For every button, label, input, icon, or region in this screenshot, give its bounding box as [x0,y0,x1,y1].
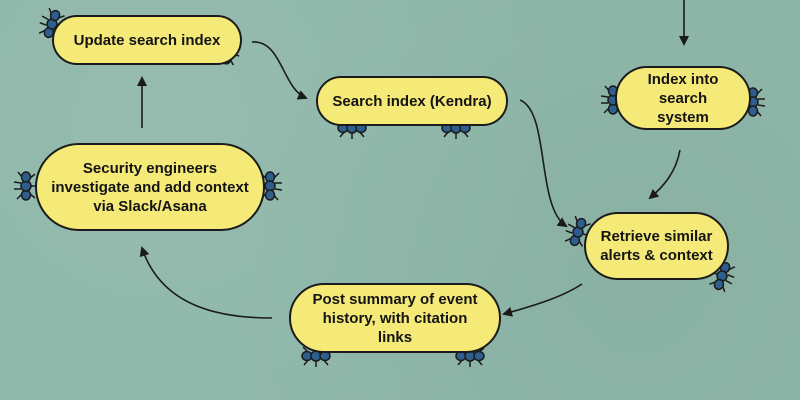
node-label: Search index (Kendra) [332,92,492,110]
node-label: Retrieve similar alerts & context [600,228,713,264]
node-search-index-kendra: Search index (Kendra) [316,76,508,126]
node-label: Update search index [73,31,221,49]
arrow-search-to-retrieve [519,99,568,228]
node-post-summary: Post summary of event history, with cita… [289,283,501,353]
node-label: Security engineers investigate and add c… [51,159,249,215]
arrow-update-to-search [251,41,308,100]
arrow-index-to-retrieve [648,149,681,200]
node-update-search-index: Update search index [52,15,242,65]
node-security-engineers: Security engineers investigate and add c… [35,143,265,231]
node-label: Index into search system [647,70,719,126]
node-label: Post summary of event history, with cita… [312,290,478,346]
arrow-post-to-security [139,246,273,319]
node-index-into-search-system: Index into search system [615,66,751,130]
node-retrieve-similar-alerts: Retrieve similar alerts & context [584,212,729,280]
bug-icon [13,171,38,201]
arrow-retrieve-to-post [502,283,583,317]
